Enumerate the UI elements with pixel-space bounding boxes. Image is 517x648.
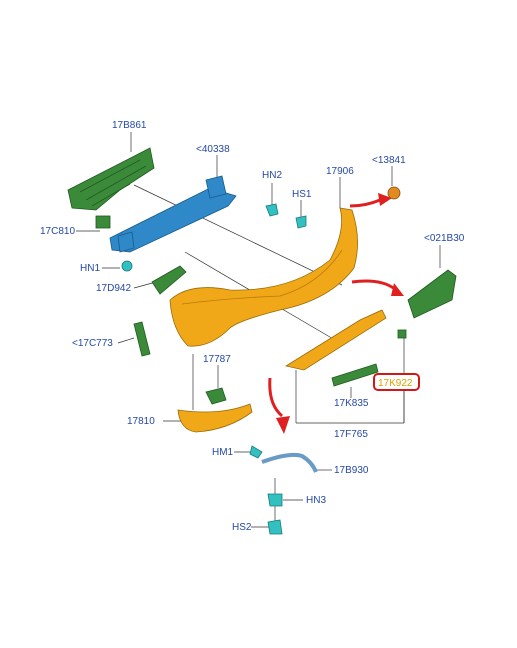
clip-hn1-part xyxy=(121,260,133,272)
label-17k835[interactable]: 17K835 xyxy=(334,398,369,409)
strip-17k835-part xyxy=(331,329,407,387)
label-17b930[interactable]: 17B930 xyxy=(334,465,369,476)
bracket-17b930-part xyxy=(261,452,318,473)
label-hn3[interactable]: HN3 xyxy=(306,495,326,506)
leader-lines xyxy=(76,132,441,530)
label-17810[interactable]: 17810 xyxy=(127,416,155,427)
label-hs2[interactable]: HS2 xyxy=(232,522,252,533)
direction-arrows xyxy=(268,193,404,434)
fastener-hn2-part xyxy=(265,203,279,217)
label-17c773[interactable]: <17C773 xyxy=(72,338,113,349)
valance-17810-part xyxy=(177,403,253,433)
part-13841 xyxy=(387,186,401,200)
fastener-hm1-part xyxy=(249,445,263,459)
fastener-hn3-part xyxy=(267,493,283,507)
reinforcement-40338-part xyxy=(109,175,237,253)
fastener-hs1-part xyxy=(295,215,307,229)
part-labels: 17B861 <40338 HN2 17906 <13841 HS1 17C81… xyxy=(40,120,465,533)
label-17k922[interactable]: 17K922 xyxy=(378,378,413,389)
highlight-box xyxy=(373,373,420,391)
label-hn2[interactable]: HN2 xyxy=(262,170,282,181)
label-hn1[interactable]: HN1 xyxy=(80,263,100,274)
part-17787 xyxy=(205,387,227,405)
label-021b30[interactable]: <021B30 xyxy=(424,233,465,244)
bracket-17d942-part xyxy=(151,265,187,295)
absorber-17b861-part xyxy=(67,147,155,229)
label-17c810[interactable]: 17C810 xyxy=(40,226,75,237)
label-hs1[interactable]: HS1 xyxy=(292,189,312,200)
strip-17k922-part xyxy=(284,309,387,371)
label-17906[interactable]: 17906 xyxy=(326,166,354,177)
label-17b861[interactable]: 17B861 xyxy=(112,120,147,131)
label-hm1[interactable]: HM1 xyxy=(212,447,234,458)
label-17f765[interactable]: 17F765 xyxy=(334,429,368,440)
bracket-17c773-part xyxy=(133,321,151,357)
highlighted-part-17k922[interactable]: 17K922 xyxy=(373,373,420,391)
label-17d942[interactable]: 17D942 xyxy=(96,283,131,294)
bumper-cover-17906-part xyxy=(169,207,358,347)
label-40338[interactable]: <40338 xyxy=(196,144,230,155)
fastener-hs2-part xyxy=(267,519,283,535)
label-13841[interactable]: <13841 xyxy=(372,155,406,166)
bracket-021b30-part xyxy=(407,269,457,319)
label-17787[interactable]: 17787 xyxy=(203,354,231,365)
